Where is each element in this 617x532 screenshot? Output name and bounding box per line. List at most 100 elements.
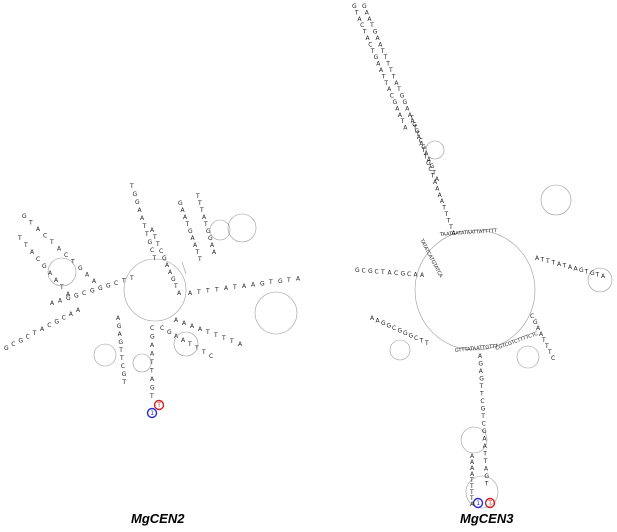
mgcen2-arm-5-base: G (162, 255, 167, 262)
mgcen3-top-stem-b-base: A (378, 41, 383, 48)
mgcen3-lower-right-arm-base: G (533, 319, 538, 326)
mgcen3-end-marker-circle (484, 497, 496, 509)
mgcen3-top-stem-c-base: T (421, 147, 426, 154)
mgcen3-top-stem-b-base: T (385, 61, 390, 68)
mgcen3-top-stem-b-base: T (431, 169, 436, 176)
mgcen3-top-stem-a-base: C (368, 41, 372, 48)
mgcen2-hairpin-loop (209, 219, 231, 241)
mgcen3-bottom-stem-b-base: T (469, 495, 474, 502)
mgcen2-arm-8-base: T (196, 289, 201, 296)
mgcen2-arm-12-base: A (150, 376, 155, 383)
mgcen3-top-stem-b-base: A (435, 176, 440, 183)
mgcen2-arm-11-base: G (118, 339, 123, 346)
mgcen2-arm-3-base: C (114, 280, 118, 287)
mgcen3-bottom-stem-base: A (482, 436, 487, 443)
mgcen2-arm-6-base: A (193, 242, 198, 249)
mgcen3-lower-left-arm-base: C (414, 335, 418, 342)
mgcen2-arm-7-base: A (210, 242, 215, 249)
mgcen2-arm-6-base: A (181, 207, 186, 214)
mgcen2-arm-10-base: C (160, 325, 164, 332)
mgcen3-top-stem-c-base: A (433, 179, 438, 186)
mgcen3-right-arm-base: T (584, 269, 589, 276)
mgcen2-arm-2-base: A (69, 311, 74, 318)
mgcen3-top-stem-b-base: T (412, 125, 417, 132)
mgcen2-arm-12-base: A (150, 342, 155, 349)
mgcen3-top-stem-a-base: C (360, 22, 364, 29)
mgcen3-top-stem-c-base: A (440, 198, 445, 205)
mgcen3-top-stem-b-base: T (369, 22, 374, 29)
mgcen2-arm-4-base: G (135, 199, 140, 206)
mgcen3-top-stem-a-base: T (383, 80, 388, 87)
mgcen3-bulge (425, 140, 445, 160)
mgcen2-arm-10-base: G (167, 329, 172, 336)
mgcen3-inline-seq-top: TAATCATATAATTATTTTT (439, 228, 498, 238)
mgcen3-end-marker-label: T (487, 500, 492, 507)
mgcen3-top-stem-c-base: T (409, 115, 414, 122)
mgcen2-arm-3-base: A (58, 298, 63, 305)
mgcen3-top-stem-a-base: A (398, 112, 403, 119)
mgcen3-top-stem-b-base: A (367, 16, 372, 23)
mgcen2-arm-6-base: T (195, 249, 200, 256)
mgcen3-top-stem-c-base: T (423, 153, 428, 160)
mgcen3-lower-left-arm-base: G (387, 323, 392, 330)
mgcen3-bottom-stem-base: T (483, 458, 488, 465)
mgcen2-arm-3-base: C (82, 290, 86, 297)
mgcen3-left-arm-base: A (388, 270, 393, 277)
mgcen3-top-stem-c-base: C (428, 166, 432, 173)
mgcen2-arm-8-base: T (232, 284, 237, 291)
mgcen3-bottom-stem-b-base: A (470, 459, 475, 466)
mgcen2-arm-1-base: T (59, 284, 64, 291)
mgcen3-top-stem-b-base: A (411, 118, 416, 125)
mgcen3-top-stem-a-base: C (390, 93, 394, 100)
mgcen2-arm-9-base: A (238, 341, 243, 348)
mgcen2-arm-0-base: T (28, 220, 33, 227)
mgcen2-arm-8-base: T (214, 286, 219, 293)
mgcen3-top-stem-b-base: A (365, 9, 370, 16)
mgcen2-arm-1-base: A (66, 291, 71, 298)
mgcen3-lower-right-arm-base: A (536, 325, 541, 332)
mgcen3-right-arm-base: G (590, 270, 595, 277)
mgcen3-left-arm-base: A (414, 272, 419, 279)
mgcen3-bottom-stem-base: C (480, 398, 484, 405)
mgcen2-central-loop (123, 258, 187, 322)
mgcen2-arm-5-base: A (177, 290, 182, 297)
mgcen2-arm-3-base: G (106, 283, 111, 290)
mgcen2-arm-7-base: A (212, 249, 217, 256)
mgcen3-top-stem-b-base: A (427, 157, 432, 164)
mgcen3-bottom-stem-base: A (479, 368, 484, 375)
mgcen3-top-stem-c-base: A (417, 134, 422, 141)
mgcen3-top-stem-c-base: G (426, 160, 431, 167)
mgcen2-arm-3-base: A (50, 300, 55, 307)
mgcen2-arm-7-base: G (208, 235, 213, 242)
mgcen3-bottom-stem-b-base: T (469, 477, 474, 484)
mgcen3-bottom-stem-base: G (484, 473, 489, 480)
mgcen3-bottom-stem-b-base: T (469, 483, 474, 490)
mgcen3-right-arm-base: T (551, 260, 556, 267)
mgcen2-end-marker-circle (153, 399, 165, 411)
mgcen2-arm-8-base: A (242, 283, 247, 290)
mgcen2-arm-9-base: T (205, 329, 210, 336)
mgcen2-arm-3-base: G (66, 295, 71, 302)
mgcen2-arm-5-base: A (165, 262, 170, 269)
mgcen3-top-stem-c-base: G (415, 128, 420, 135)
mgcen3-inline-seq-right: CGTCGTCTTTTCTC (495, 331, 540, 352)
mgcen3-top-stem-a-base: T (354, 9, 359, 16)
mgcen3-right-arm-base: G (579, 267, 584, 274)
mgcen3-right-arm-base: A (557, 261, 562, 268)
mgcen2-arm-0-base: A (92, 278, 97, 285)
mgcen2-arm-9-base: T (213, 332, 218, 339)
mgcen2-caption: MgCEN2 (131, 511, 185, 526)
mgcen2-arm-6-base: T (197, 256, 202, 263)
mgcen3-lower-right-arm-base: T (541, 337, 546, 344)
mgcen2-arm-0-base: C (43, 233, 47, 240)
mgcen2-arm-10-base: C (209, 353, 213, 360)
mgcen2-arm-7-base: T (203, 221, 208, 228)
mgcen2-arm-11-base: C (121, 363, 125, 370)
mgcen3-start-marker-label: 1 (476, 500, 480, 507)
mgcen2-arm-2-base: C (26, 334, 30, 341)
mgcen3-hairpin-loop (540, 184, 572, 216)
mgcen2-arm-9-base: A (198, 326, 203, 333)
mgcen3-lower-left-arm-base: G (381, 320, 386, 327)
mgcen2-arm-10-base: T (194, 345, 199, 352)
